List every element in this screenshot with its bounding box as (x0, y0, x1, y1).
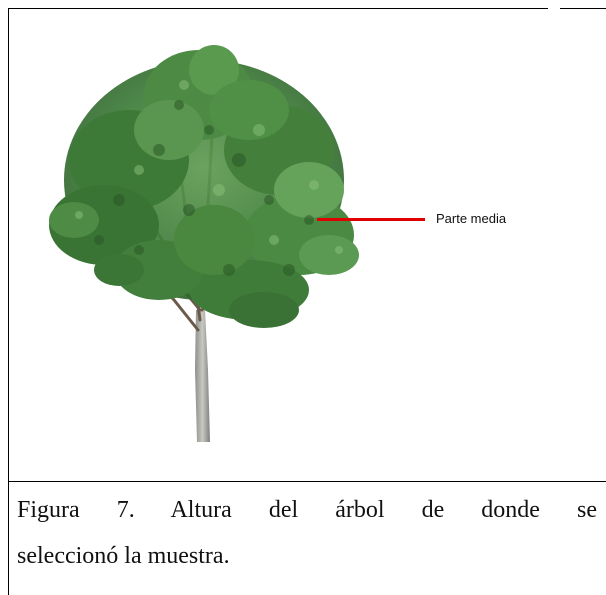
figure-caption: Figura 7. Altura del árbol de donde se s… (17, 487, 597, 579)
pointer-label: Parte media (436, 211, 507, 226)
figure-table-frame (8, 8, 606, 595)
caption-line-1: Figura 7. Altura del árbol de donde se (17, 497, 597, 523)
caption-line-2: seleccionó la muestra. (17, 543, 230, 569)
caption-divider (8, 481, 606, 482)
tree-leaf-highlights (75, 80, 343, 254)
figure-area: Parte media (9, 10, 605, 480)
tree-trunk (195, 310, 210, 442)
pointer-line (317, 218, 425, 221)
frame-gap (548, 6, 560, 11)
tree-image (49, 45, 359, 442)
tree-leaf-texture (94, 100, 314, 276)
